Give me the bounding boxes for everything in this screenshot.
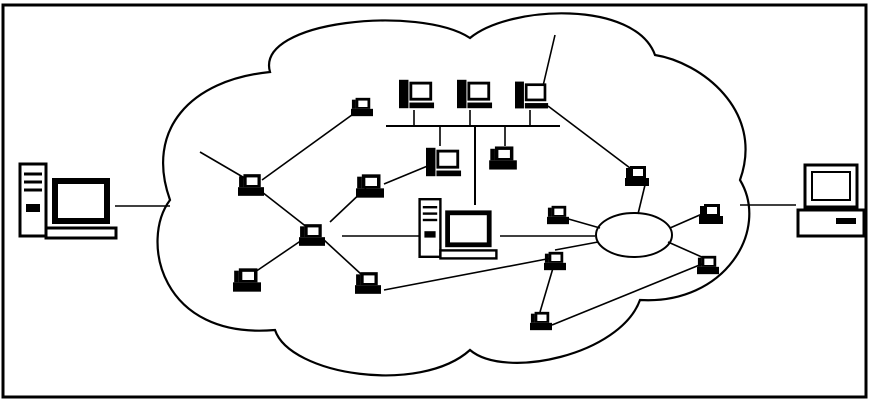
link xyxy=(383,257,553,291)
link xyxy=(551,263,703,326)
workstation-icon xyxy=(515,81,549,109)
network-node-icon xyxy=(299,224,325,246)
network-node-icon xyxy=(544,251,566,271)
desktop-computer-icon xyxy=(796,163,866,238)
network-node-icon xyxy=(489,146,517,170)
workstation-icon xyxy=(457,79,493,109)
workstation-icon xyxy=(426,147,462,177)
link xyxy=(254,239,303,273)
network-node-icon xyxy=(699,204,723,224)
link xyxy=(323,239,363,276)
network-node-icon xyxy=(355,272,381,294)
link xyxy=(547,105,631,169)
network-node-icon xyxy=(625,166,649,186)
ring-hub-icon xyxy=(595,212,673,258)
link xyxy=(669,213,703,229)
link xyxy=(383,164,431,185)
workstation-icon xyxy=(399,79,435,109)
network-node-icon xyxy=(697,255,719,275)
network-node-icon xyxy=(351,97,373,117)
link xyxy=(564,217,601,229)
network-node-icon xyxy=(356,174,384,198)
network-node-icon xyxy=(530,311,552,331)
link xyxy=(554,241,599,251)
network-node-icon xyxy=(233,268,261,292)
mesh-links xyxy=(199,105,705,326)
network-node-icon xyxy=(238,174,264,196)
link xyxy=(199,151,249,181)
link xyxy=(539,267,554,313)
link-top-antenna xyxy=(542,34,556,87)
link xyxy=(261,191,309,229)
network-node-icon xyxy=(547,205,569,225)
cloud-network-boundary xyxy=(156,12,751,377)
link xyxy=(637,184,646,215)
link xyxy=(667,241,705,259)
link xyxy=(261,111,357,181)
